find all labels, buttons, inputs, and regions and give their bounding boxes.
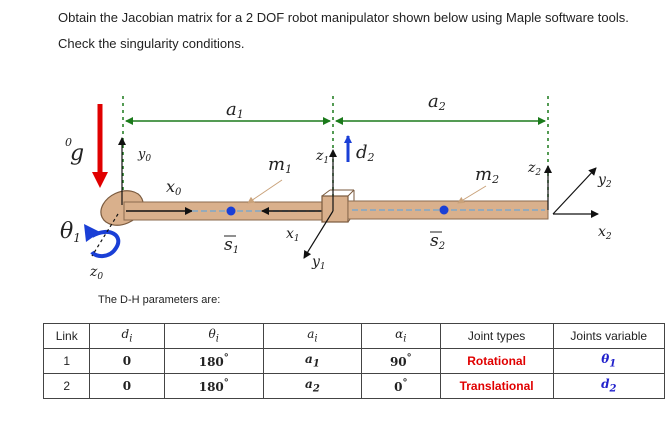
cell-joint-variable: θ1 [552, 348, 665, 374]
m1-label: m1 [268, 154, 292, 176]
x0-label: x0 [166, 177, 182, 198]
y2-axis [552, 167, 597, 215]
header-theta: θi [163, 323, 264, 349]
header-joint-types: Joint types [439, 323, 554, 349]
cell-theta: 180° [163, 348, 264, 374]
dh-caption: The D-H parameters are: [98, 294, 221, 306]
header-alpha: αi [360, 323, 441, 349]
cell-link: 2 [42, 373, 91, 399]
link1-center-of-mass [226, 206, 236, 216]
y1-label: y1 [311, 254, 326, 272]
cell-d: 0 [89, 348, 165, 374]
y2-label: y2 [597, 172, 612, 190]
header-d: di [89, 323, 165, 349]
theta1-label: θ1 [60, 219, 81, 245]
problem-statement: Obtain the Jacobian matrix for a 2 DOF r… [58, 10, 638, 62]
cell-joint-type: Rotational [439, 348, 554, 374]
cell-a: a2 [262, 373, 362, 399]
z1-label: z1 [315, 148, 329, 166]
z2-label: z2 [527, 160, 541, 178]
dh-parameters-table: Link di θi ai αi Joint types Joints vari… [42, 323, 665, 399]
x2-label: x2 [598, 224, 612, 242]
table-header-row: Link di θi ai αi Joint types Joints vari… [42, 323, 665, 349]
problem-line-2: Check the singularity conditions. [58, 36, 245, 51]
robot-diagram: a1 a2 0g y0 x0 z1 d2 x1 y1 m1 m2 s1 s2 z… [60, 91, 612, 282]
m1-pointer [247, 179, 283, 204]
cell-joint-variable: d2 [552, 373, 665, 399]
a1-label: a1 [226, 99, 244, 121]
cell-link: 1 [42, 348, 91, 374]
header-link: Link [42, 323, 91, 349]
z0-label: z0 [89, 264, 103, 282]
link2-center-of-mass [439, 205, 449, 215]
z0-axis [91, 213, 119, 257]
cell-d: 0 [89, 373, 165, 399]
s2-label: s2 [430, 231, 445, 252]
problem-line-1: Obtain the Jacobian matrix for a 2 DOF r… [58, 10, 629, 25]
theta1-rotation-arrow [90, 229, 121, 259]
gravity-arrowhead [92, 172, 108, 188]
y0-label: y0 [137, 147, 151, 164]
m2-pointer [457, 185, 487, 204]
cell-theta: 180° [163, 373, 264, 399]
cell-a: a1 [262, 348, 362, 374]
d2-label: d2 [356, 142, 375, 164]
cell-joint-type: Translational [439, 373, 554, 399]
s1-label: s1 [224, 235, 239, 256]
gravity-label: 0g [65, 136, 84, 166]
table-row: 1 0 180° a1 90° Rotational θ1 [42, 348, 665, 374]
cell-alpha: 90° [360, 348, 441, 374]
y1-axis [303, 210, 334, 259]
table-row: 2 0 180° a2 0° Translational d2 [42, 373, 665, 399]
header-joint-variable: Joints variable [552, 323, 665, 349]
cell-alpha: 0° [360, 373, 441, 399]
joint2-block [321, 195, 349, 223]
x1-label: x1 [286, 226, 300, 244]
a2-label: a2 [428, 91, 446, 113]
header-a: ai [262, 323, 362, 349]
m2-label: m2 [475, 164, 499, 186]
